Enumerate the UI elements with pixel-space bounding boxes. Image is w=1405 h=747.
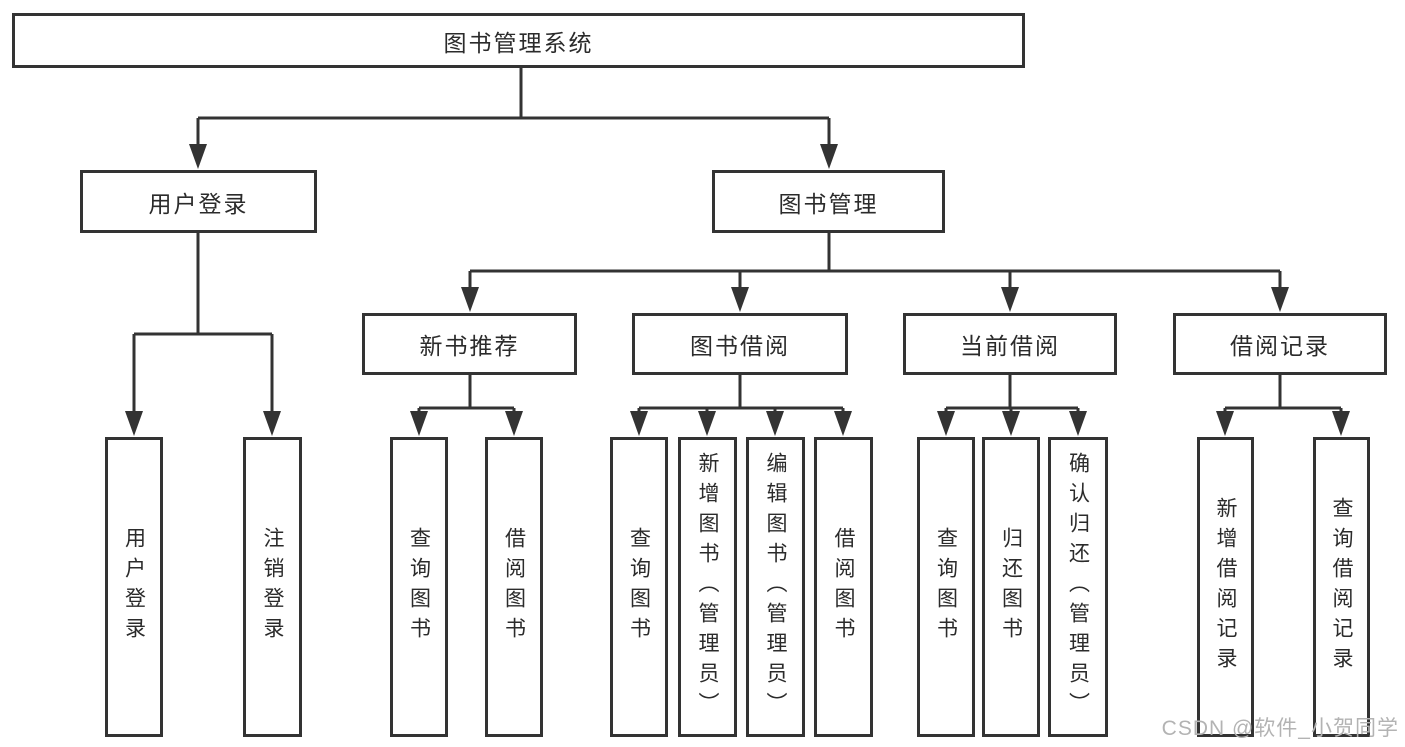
node-book-borrowing: 图书借阅 <box>632 313 848 375</box>
leaf-borrow-books-recommend: 借阅图书 <box>485 437 543 737</box>
leaf-query-books-current-label: 查询图书 <box>934 527 958 647</box>
node-user-login: 用户登录 <box>80 170 317 233</box>
node-book-management: 图书管理 <box>712 170 945 233</box>
leaf-user-login: 用户登录 <box>105 437 163 737</box>
leaf-add-borrow-record-label: 新增借阅记录 <box>1214 497 1237 677</box>
leaf-user-login-label: 用户登录 <box>122 527 146 647</box>
leaf-query-books-current: 查询图书 <box>917 437 975 737</box>
leaf-confirm-return-admin-label: 确认归还（管理员） <box>1066 452 1090 722</box>
leaf-add-borrow-record: 新增借阅记录 <box>1197 437 1254 737</box>
leaf-return-books: 归还图书 <box>982 437 1040 737</box>
node-borrowing-records: 借阅记录 <box>1173 313 1387 375</box>
leaf-logout: 注销登录 <box>243 437 302 737</box>
leaf-edit-book-admin: 编辑图书（管理员） <box>746 437 805 737</box>
leaf-query-books-recommend: 查询图书 <box>390 437 448 737</box>
leaf-borrow-books-borrowing-label: 借阅图书 <box>832 527 855 647</box>
leaf-confirm-return-admin: 确认归还（管理员） <box>1048 437 1108 737</box>
leaf-add-book-admin-label: 新增图书（管理员） <box>696 452 719 722</box>
leaf-logout-label: 注销登录 <box>261 527 284 647</box>
watermark: CSDN @软件_小贺同学 <box>1161 717 1399 740</box>
node-library-management-system: 图书管理系统 <box>12 13 1025 68</box>
leaf-query-borrow-record: 查询借阅记录 <box>1313 437 1370 737</box>
leaf-query-books-borrowing: 查询图书 <box>610 437 668 737</box>
leaf-borrow-books-borrowing: 借阅图书 <box>814 437 873 737</box>
leaf-return-books-label: 归还图书 <box>999 527 1023 647</box>
leaf-borrow-books-recommend-label: 借阅图书 <box>502 527 526 647</box>
leaf-query-books-recommend-label: 查询图书 <box>407 527 431 647</box>
node-new-book-recommendation: 新书推荐 <box>362 313 577 375</box>
leaf-query-borrow-record-label: 查询借阅记录 <box>1330 497 1353 677</box>
leaf-edit-book-admin-label: 编辑图书（管理员） <box>764 452 787 722</box>
leaf-query-books-borrowing-label: 查询图书 <box>627 527 651 647</box>
leaf-add-book-admin: 新增图书（管理员） <box>678 437 737 737</box>
node-current-borrowing: 当前借阅 <box>903 313 1117 375</box>
